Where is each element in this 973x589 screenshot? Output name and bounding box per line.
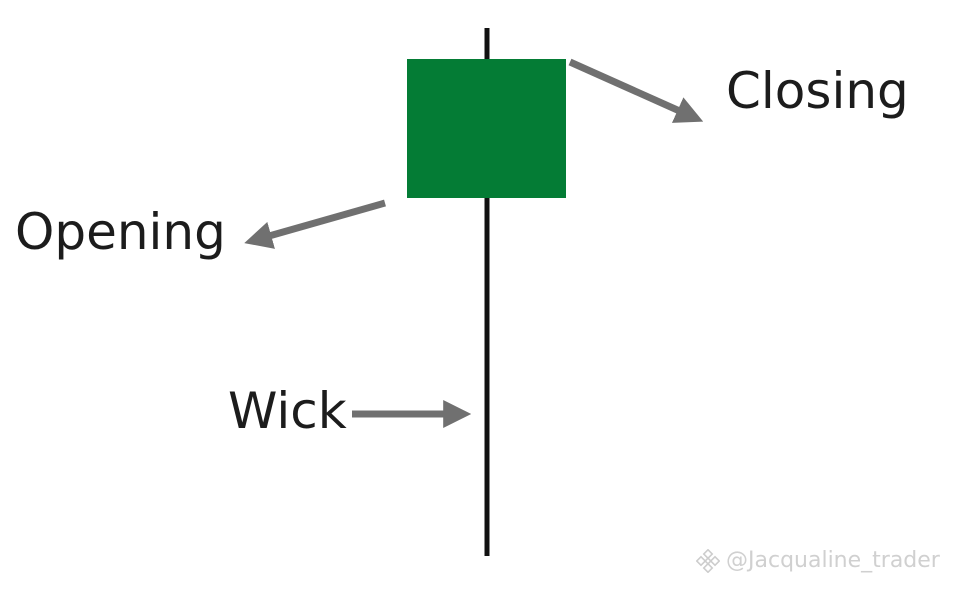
closing-arrow bbox=[568, 58, 704, 123]
opening-label: Opening bbox=[15, 203, 226, 261]
watermark-text: @Jacqualine_trader bbox=[726, 548, 940, 573]
binance-logo-icon bbox=[696, 548, 720, 573]
candle-body bbox=[407, 59, 566, 198]
watermark: @Jacqualine_trader bbox=[696, 548, 940, 573]
closing-label: Closing bbox=[726, 62, 909, 120]
wick-label: Wick bbox=[228, 382, 347, 440]
opening-arrow bbox=[244, 199, 386, 249]
